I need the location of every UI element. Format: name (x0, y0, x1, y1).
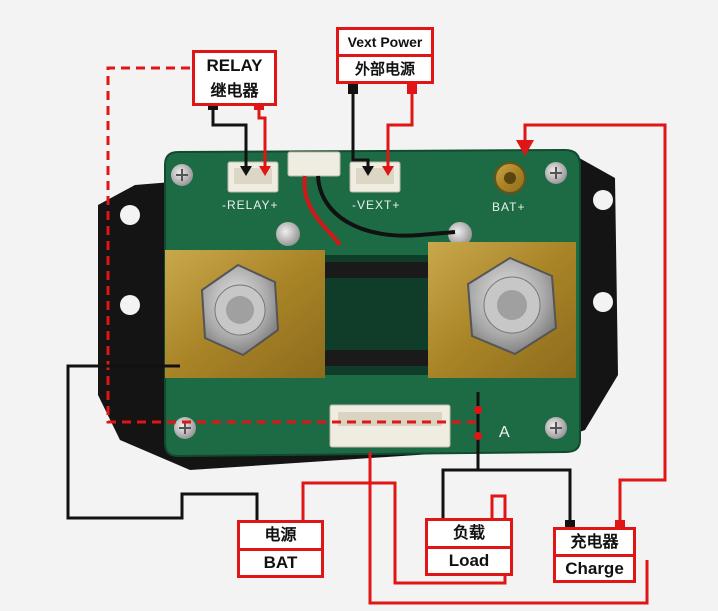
relay-silkscreen: -RELAY+ (222, 198, 279, 212)
bat-label-zh: 电源 (264, 525, 297, 545)
load-label: 负载 Load (425, 518, 513, 576)
bat-plus-silkscreen: BAT+ (492, 200, 526, 214)
bat-positive-post (494, 162, 526, 194)
mount-hole-right-top (593, 190, 613, 210)
mount-hole-right-bottom (593, 292, 613, 312)
vext-label-en: Vext Power (347, 34, 423, 50)
vext-silkscreen: -VEXT+ (352, 198, 401, 212)
pcb-corner-screws (171, 162, 567, 439)
bat-wire-black (66, 364, 259, 523)
relay-label-zh: 继电器 (210, 80, 259, 100)
vext-wire-black (351, 88, 370, 170)
relay-label: RELAY 继电器 (192, 50, 277, 106)
bat-to-load-red-wire (301, 481, 507, 585)
bat-label-en: BAT (240, 547, 321, 576)
bat-label: 电源 BAT (237, 520, 324, 578)
terminal-a-marker: A (499, 424, 510, 441)
sense-screw-left (276, 222, 300, 246)
charge-label-en: Charge (556, 553, 633, 581)
charge-label-zh: 充电器 (570, 531, 619, 551)
charge-wire-black (478, 468, 572, 523)
vext-label-zh: 外部电源 (339, 54, 431, 81)
charger-return-red-wire (368, 452, 649, 605)
mount-hole-left-bottom (120, 295, 140, 315)
load-wire-black (441, 392, 480, 520)
relay-label-en: RELAY (206, 56, 263, 75)
nut-right (466, 256, 558, 356)
charge-label: 充电器 Charge (553, 527, 636, 583)
middle-connector (287, 151, 341, 177)
relay-dashed-wire (106, 66, 478, 424)
load-label-zh: 负载 (452, 523, 485, 543)
charge-wire-red (523, 123, 667, 523)
relay-wire-black (211, 105, 248, 170)
sense-wire-black (316, 175, 456, 238)
mount-hole-left-top (120, 205, 140, 225)
vext-label: Vext Power 外部电源 (336, 27, 434, 84)
sense-screw-right (448, 222, 472, 246)
nut-left (200, 263, 280, 357)
vext-wire-red (386, 88, 414, 170)
sense-wire-red (302, 175, 342, 247)
relay-wire-red (257, 105, 267, 170)
load-label-en: Load (428, 545, 510, 574)
